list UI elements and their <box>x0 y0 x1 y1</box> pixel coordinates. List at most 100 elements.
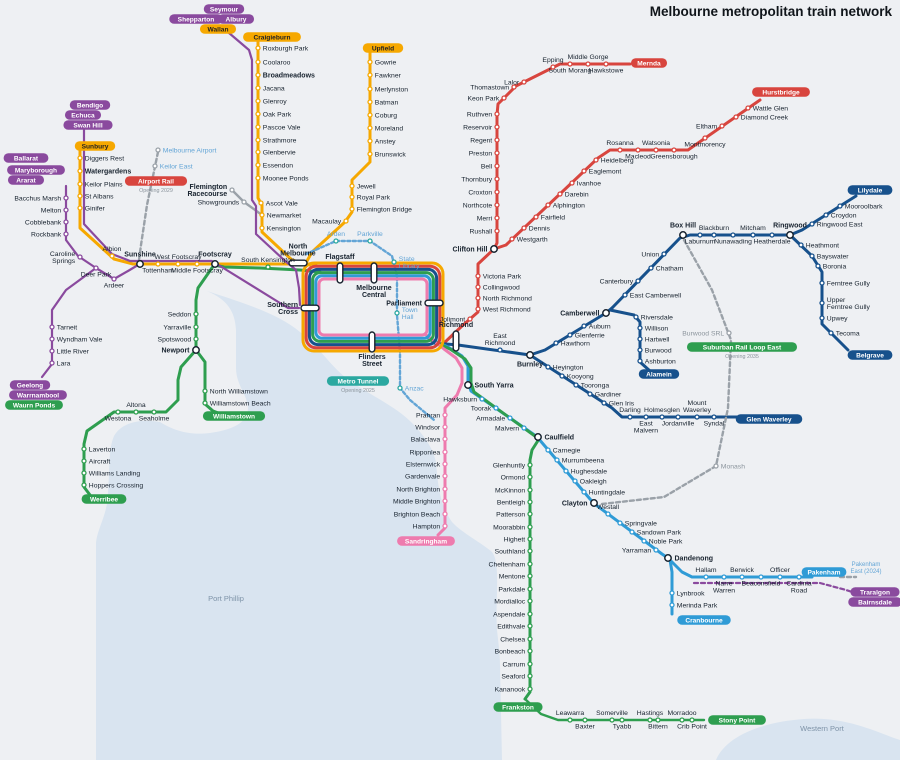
station-label: Ivanhoe <box>577 180 601 187</box>
station-marker <box>633 314 639 320</box>
station-label: Diamond Creek <box>741 114 789 121</box>
station-label: Heidelberg <box>601 157 634 164</box>
badge-label: Swan Hill <box>73 122 102 129</box>
station-label: Ormond <box>501 474 526 481</box>
station-label: Dennis <box>529 225 551 232</box>
station-label: Royal Park <box>357 194 391 201</box>
station-label: Boronia <box>823 263 847 270</box>
badge-pill <box>81 494 127 504</box>
station-carnegie: Carnegie <box>545 447 581 454</box>
station-chatham: Chatham <box>648 265 684 272</box>
station-label: Ringwood East <box>817 221 863 228</box>
terminus-badge-belgrave: Belgrave <box>847 350 893 360</box>
line-bendigo <box>82 128 301 310</box>
station-marker <box>258 200 264 206</box>
station-union: Union <box>641 251 667 258</box>
station-arden: Arden <box>327 231 345 244</box>
station-label: Gowrie <box>375 59 397 66</box>
station-eaglemont: Eaglemont <box>581 168 622 175</box>
station-label: Preston <box>469 150 493 157</box>
terminus-badge-traralgon: Traralgon <box>850 587 900 597</box>
station-marker <box>507 415 513 421</box>
station-label: Balaclava <box>411 436 441 443</box>
station-marker <box>545 447 551 453</box>
station-marker <box>193 324 199 330</box>
station-aspendale: Aspendale <box>493 611 533 618</box>
station-label: St Albans <box>85 193 114 200</box>
station-flagstaff: Flagstaff <box>325 254 355 284</box>
station-marker <box>511 84 517 90</box>
station-label: Brighton Beach <box>394 511 441 518</box>
station-ripponlea: Ripponlea <box>410 449 448 456</box>
station-marker <box>81 470 87 476</box>
station-marker <box>828 330 834 336</box>
station-marker <box>494 176 500 182</box>
station-bentleigh: Bentleigh <box>497 499 533 506</box>
station-label: Eaglemont <box>589 168 622 175</box>
station-malvern: Malvern <box>495 425 527 432</box>
station-south-kensington: South Kensington <box>241 257 295 270</box>
station-marker <box>442 436 448 442</box>
station-williamstown-beach: Williamstown Beach <box>202 400 271 407</box>
station-label: Ardeer <box>104 283 125 290</box>
station-marker <box>581 168 587 174</box>
station-marker <box>255 124 261 130</box>
badge-pill <box>69 100 111 110</box>
station-label: Heyington <box>553 364 584 371</box>
station-parkdale: Parkdale <box>498 586 533 593</box>
station-canterbury: Canterbury <box>600 278 641 285</box>
station-marker <box>300 304 320 312</box>
station-marker <box>569 180 575 186</box>
station-batman: Batman <box>367 99 398 106</box>
badge-pill <box>3 153 49 163</box>
station-label: Hampton <box>413 523 441 530</box>
station-label: Baxter <box>575 724 595 731</box>
station-marker <box>63 219 69 225</box>
badge-label: Stony Point <box>719 717 756 724</box>
station-marker <box>77 254 83 260</box>
badge-pill <box>847 185 893 195</box>
badge-pill <box>64 110 102 120</box>
station-marker <box>343 218 349 224</box>
station-jolimont: Jolimont <box>440 316 473 323</box>
station-melton: Melton <box>41 207 69 214</box>
station-label: Middle Footscray <box>171 268 223 275</box>
station-marker <box>255 98 261 104</box>
station-glenbervie: Glenbervie <box>255 149 296 156</box>
station-label: Heathmont <box>806 242 839 249</box>
station-marker <box>255 85 261 91</box>
station-burwood-srl: Burwood SRL <box>682 330 732 337</box>
station-kooyong: Kooyong <box>559 373 594 380</box>
station-moorabbin: Moorabbin <box>493 524 533 531</box>
badge-subtext: Opening 2035 <box>725 354 759 360</box>
station-label: Burnley <box>517 362 543 369</box>
station-label: Lara <box>57 360 71 367</box>
station-label: Newport <box>162 347 191 354</box>
line-seymour <box>220 25 302 307</box>
station-label: Huntingdale <box>589 489 625 496</box>
station-label: Elsternwick <box>406 461 441 468</box>
station-marker <box>349 194 355 200</box>
station-southland: Southland <box>495 548 533 555</box>
station-marker <box>509 236 515 242</box>
station-footscray: Footscray <box>198 252 232 268</box>
station-marker <box>288 259 308 267</box>
badge-label: Bendigo <box>77 102 103 109</box>
station-label: Kensington <box>267 225 301 232</box>
station-label: Greensborough <box>650 154 697 161</box>
station-marker <box>111 276 117 282</box>
station-chelsea: Chelsea <box>500 636 533 643</box>
station-label: East Camberwell <box>630 292 682 299</box>
station-hampton: Hampton <box>413 523 448 530</box>
station-marker <box>255 59 261 65</box>
badge-label: Airport Rail <box>138 178 174 185</box>
station-middle-gorge: Middle Gorge <box>568 54 609 67</box>
terminus-badge-echuca: Echuca <box>64 110 102 120</box>
station-label: Bacchus Marsh <box>14 195 61 202</box>
terminus-badge-bairnsdale: Bairnsdale <box>848 597 900 607</box>
